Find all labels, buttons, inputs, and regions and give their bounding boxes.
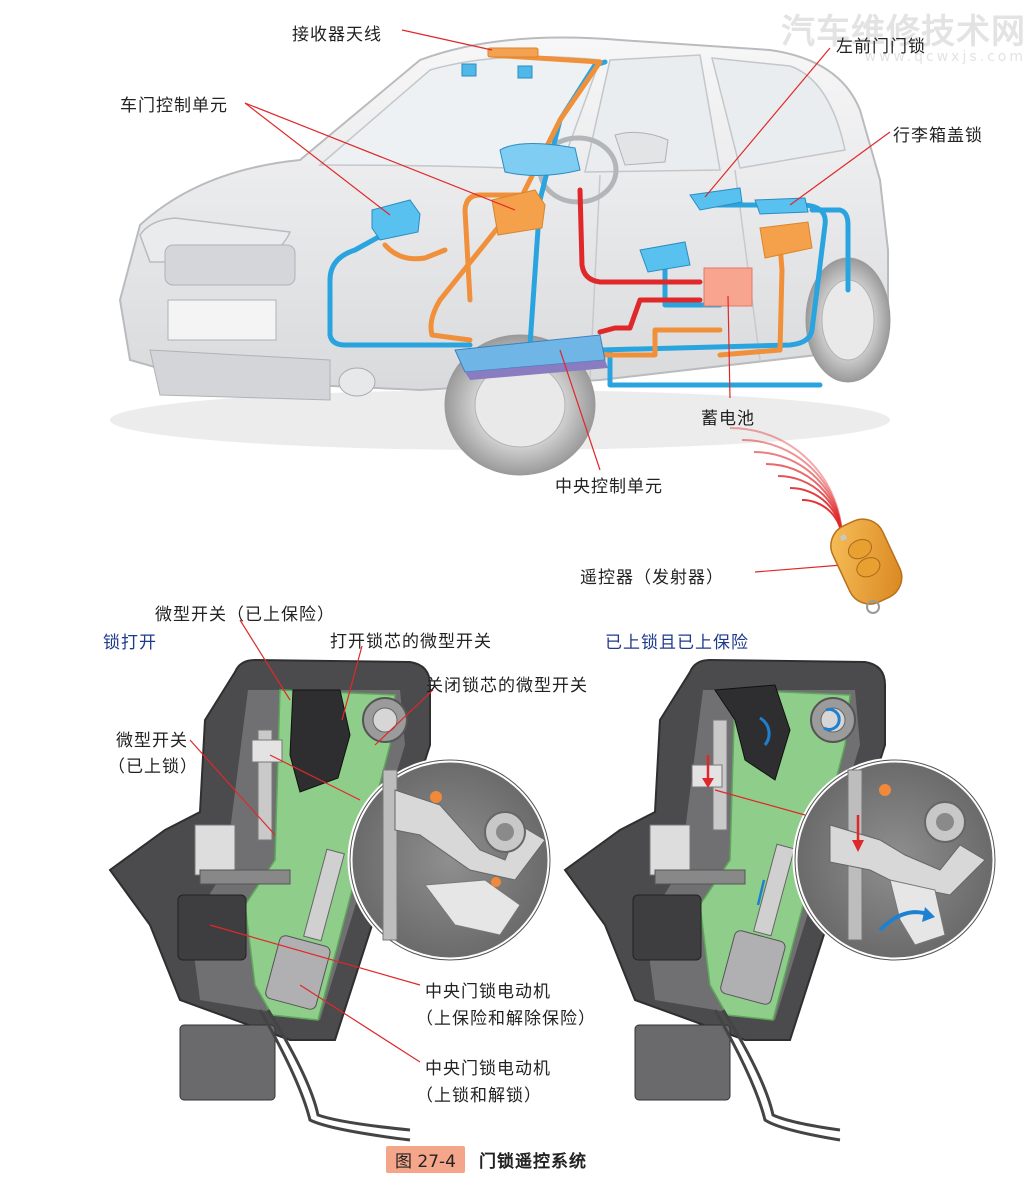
label-receiver-antenna: 接收器天线 <box>292 25 382 45</box>
wire-blue-main <box>597 202 828 353</box>
watermark: 汽车维修技术网 www.qcwxjs.com <box>781 4 1026 65</box>
label-door-control-unit: 车门控制单元 <box>120 96 228 116</box>
remote-transmitter <box>729 427 903 614</box>
wire-blue-bottom <box>607 347 823 388</box>
state-unlocked: 锁打开 <box>103 633 157 653</box>
label-trunk-lid-lock: 行李箱盖锁 <box>893 126 983 146</box>
door-control-unit-center <box>491 189 546 236</box>
figure-caption: 图 27-4 门锁遥控系统 <box>386 1145 587 1173</box>
left-front-door-lock-component <box>689 187 743 211</box>
label-micro-switch-locked-1: 微型开关 <box>116 731 188 751</box>
label-micro-switch-locked-2: （已上锁） <box>108 757 198 777</box>
state-locked-safe: 已上锁且已上保险 <box>605 633 749 653</box>
figure-number: 图 27-4 <box>386 1145 465 1173</box>
watermark-url: www.qcwxjs.com <box>864 49 1026 65</box>
receiver-antenna <box>487 47 539 58</box>
lock-mechanism-locked-safe <box>563 658 998 1142</box>
wire-blue-front-door <box>327 225 473 348</box>
wire-red-battery <box>577 187 703 285</box>
wire-orange-d <box>597 327 723 358</box>
lock-callout-lines <box>189 619 806 1063</box>
label-micro-switch-safe: 微型开关（已上保险） <box>155 605 335 625</box>
wire-orange-e <box>717 242 785 358</box>
label-battery: 蓄电池 <box>701 409 755 429</box>
trunk-lid-lock-component <box>754 197 809 215</box>
label-micro-switch-open-core: 打开锁芯的微型开关 <box>330 632 492 652</box>
callout-lines <box>244 29 891 573</box>
label-left-front-door-lock: 左前门门锁 <box>836 37 926 57</box>
wire-orange-a <box>462 192 523 303</box>
watermark-title: 汽车维修技术网 <box>781 12 1026 52</box>
signal-waves <box>729 427 843 541</box>
figure-title: 门锁遥控系统 <box>479 1151 587 1172</box>
wire-orange-left <box>382 242 448 262</box>
wiring-harness <box>327 52 851 388</box>
wire-blue-trunk <box>809 207 851 293</box>
wire-orange-b <box>428 222 503 343</box>
car-components <box>371 47 813 380</box>
label-motor-lock-2: （上锁和解锁） <box>416 1086 542 1106</box>
central-control-unit-component <box>454 334 608 380</box>
label-central-control-unit: 中央控制单元 <box>555 477 663 497</box>
label-motor-safe-1: 中央门锁电动机 <box>425 982 551 1002</box>
lock-mechanism-unlocked <box>108 658 553 1142</box>
label-motor-safe-2: （上保险和解除保险） <box>416 1009 596 1029</box>
label-motor-lock-1: 中央门锁电动机 <box>425 1059 551 1079</box>
label-micro-switch-close-core: 关闭锁芯的微型开关 <box>426 676 588 696</box>
label-remote: 遥控器（发射器） <box>580 568 724 588</box>
wire-blue-rear <box>662 262 723 308</box>
wire-red-b <box>597 297 703 335</box>
